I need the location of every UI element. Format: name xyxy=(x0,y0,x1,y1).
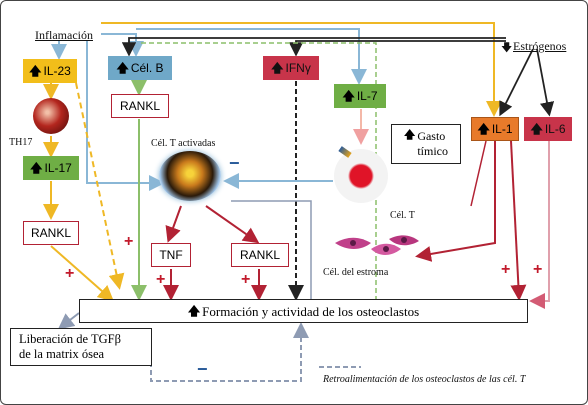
up-arrow-icon: 🡅 xyxy=(477,122,490,136)
tgf-label: Liberación de TGFβ de la matrix ósea xyxy=(19,332,121,361)
arrow-il1-estroma xyxy=(415,141,496,262)
arrow-inflamacion-to-il1 xyxy=(101,22,502,117)
il6-label: IL-6 xyxy=(544,122,566,136)
formacion-label: Formación y actividad de los osteoclasto… xyxy=(202,303,420,319)
arrow-rankl-osteo xyxy=(50,245,114,302)
label-celt-activadas: Cél. T activadas xyxy=(151,138,216,149)
il17-label: IL-17 xyxy=(44,161,72,175)
up-arrow-icon: 🡅 xyxy=(187,304,201,318)
box-il1: 🡅 IL-1 xyxy=(471,117,519,141)
box-il17: 🡅 IL-17 xyxy=(23,156,79,180)
arrow-il6-osteo xyxy=(529,141,550,309)
box-rankl-left: RANKL xyxy=(23,221,79,245)
up-arrow-icon: 🡅 xyxy=(342,89,355,103)
arrow-estrogenos-to-celb xyxy=(121,37,506,57)
box-gasto-timico: 🡅 Gasto tímico xyxy=(391,124,461,164)
box-tnf: TNF xyxy=(151,243,191,267)
ifng-label: IFNγ xyxy=(285,61,311,75)
box-rankl-b: RANKL xyxy=(111,94,169,118)
up-arrow-icon: 🡅 xyxy=(271,61,284,75)
arrow-tgf-return xyxy=(231,200,312,301)
up-arrow-icon: 🡅 xyxy=(30,161,43,175)
down-arrow-icon: 🡇 xyxy=(501,41,513,54)
il23-label: IL-23 xyxy=(43,64,71,78)
minus-sign-feedback: − xyxy=(197,359,208,379)
plus-sign-rankl-b: + xyxy=(124,233,134,250)
label-th17: TH17 xyxy=(9,137,33,148)
plus-sign-il6: + xyxy=(533,261,543,278)
box-rankl-mid: RANKL xyxy=(231,243,289,267)
dashed-green-top xyxy=(141,42,377,301)
th17-cell xyxy=(33,98,69,134)
plus-sign-rankl-left: + xyxy=(65,265,75,282)
box-il7: 🡅 IL-7 xyxy=(334,84,386,108)
label-inflamacion: Inflamación xyxy=(35,28,93,42)
box-tgf: Liberación de TGFβ de la matrix ósea xyxy=(10,328,152,366)
box-ifng: 🡅 IFNγ xyxy=(263,56,319,80)
up-arrow-icon: 🡅 xyxy=(530,122,543,136)
gasto-label: Gasto tímico xyxy=(417,129,448,158)
activated-t-cell xyxy=(159,151,221,201)
arrow-activadas-tnf xyxy=(165,205,182,243)
celb-label: Cél. B xyxy=(130,61,164,75)
arrow-il1-osteo xyxy=(510,140,527,301)
up-arrow-icon: 🡅 xyxy=(404,128,416,141)
box-celb: 🡅 Cél. B xyxy=(108,56,172,80)
plus-sign-rankl-mid: + xyxy=(241,271,251,288)
up-arrow-icon: 🡅 xyxy=(29,64,42,78)
arrow-estrogenos-to-il6 xyxy=(536,48,555,117)
box-il6: 🡅 IL-6 xyxy=(524,117,572,141)
naive-t-cell xyxy=(334,149,388,203)
arrow-inflamacion-down xyxy=(86,41,165,191)
arrow-il1-celt xyxy=(470,140,487,207)
label-retroalimentacion: Retroalimentación de los osteoclastos de… xyxy=(323,374,526,385)
box-formacion: 🡅 Formación y actividad de los osteoclas… xyxy=(79,299,528,323)
arrow-estrogenos-to-ifng xyxy=(288,40,506,57)
arrow-estrogenos-to-il1 xyxy=(499,48,534,117)
arrow-activadas-rankl xyxy=(205,205,260,244)
stromal-cells xyxy=(335,235,419,255)
label-estrogenos: Estrógenos xyxy=(513,39,567,53)
plus-sign-tnf: + xyxy=(156,271,166,288)
il7-label: IL-7 xyxy=(356,89,378,103)
label-estroma: Cél. del estroma xyxy=(323,267,389,278)
up-arrow-icon: 🡅 xyxy=(116,61,129,75)
plus-sign-il1: + xyxy=(501,261,511,278)
dashed-feedback-loop xyxy=(150,322,309,382)
minus-sign-t-activadas: − xyxy=(229,153,240,173)
box-il23: 🡅 IL-23 xyxy=(23,59,77,83)
il1-label: IL-1 xyxy=(491,122,513,136)
dashed-il23-osteo xyxy=(75,82,125,290)
arrow-inflamacion-to-celb xyxy=(101,33,144,57)
arrow-osteo-tgf xyxy=(57,312,80,330)
label-celt: Cél. T xyxy=(390,210,415,221)
arrow-inflamacion-to-il7 xyxy=(136,28,367,85)
